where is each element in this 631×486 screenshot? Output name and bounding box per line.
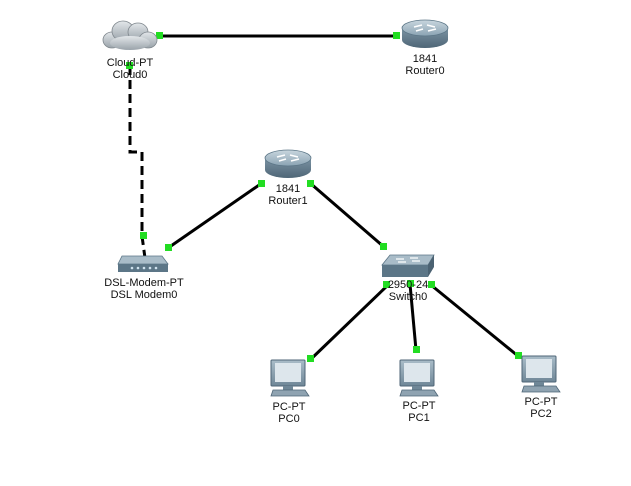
cloud-icon <box>102 20 158 50</box>
device-pc2[interactable] <box>521 355 561 393</box>
device-name: PC1 <box>408 412 430 424</box>
device-name: Switch0 <box>388 291 428 303</box>
label-router0: 1841 Router0 <box>355 53 495 77</box>
device-name: Router0 <box>405 65 445 77</box>
link-switch0-pc1[interactable] <box>408 283 418 351</box>
device-model: 1841 <box>412 53 438 65</box>
label-router1: 1841 Router1 <box>218 183 358 207</box>
device-name: Router1 <box>268 195 308 207</box>
link-switch0-pc2[interactable] <box>430 283 519 358</box>
device-model: PC-PT <box>272 401 306 413</box>
label-pc1: PC-PT PC1 <box>349 400 489 424</box>
device-router0[interactable] <box>401 19 449 48</box>
port-indicator <box>140 232 147 239</box>
device-pc0[interactable] <box>270 359 310 397</box>
port-indicator <box>307 180 314 187</box>
label-pc2: PC-PT PC2 <box>471 396 611 420</box>
link-cloud0-modem0[interactable] <box>128 66 147 259</box>
port-indicator <box>307 355 314 362</box>
port-indicator <box>165 244 172 251</box>
port-indicator <box>383 281 390 288</box>
port-indicator <box>413 346 420 353</box>
device-name: Cloud0 <box>112 69 148 81</box>
label-cloud0: Cloud-PT Cloud0 <box>60 57 200 81</box>
device-router1[interactable] <box>264 149 312 178</box>
switch-icon <box>381 254 435 277</box>
link-router1-switch0[interactable] <box>309 181 385 249</box>
ports-layer <box>126 32 522 362</box>
device-modem0[interactable] <box>117 255 169 272</box>
pc-icon <box>270 359 310 397</box>
device-pc1[interactable] <box>399 359 439 397</box>
device-model: DSL-Modem-PT <box>104 277 184 289</box>
pc-icon <box>399 359 439 397</box>
device-model: Cloud-PT <box>106 57 154 69</box>
device-cloud0[interactable] <box>102 20 158 50</box>
router-icon <box>264 149 312 178</box>
device-switch0[interactable] <box>381 254 435 277</box>
device-model: 1841 <box>275 183 301 195</box>
port-indicator <box>156 32 163 39</box>
pc-icon <box>521 355 561 393</box>
port-indicator <box>126 62 133 69</box>
device-name: PC2 <box>530 408 552 420</box>
label-pc0: PC-PT PC0 <box>219 401 359 425</box>
router-icon <box>401 19 449 48</box>
device-model: PC-PT <box>524 396 558 408</box>
label-switch0: 2950-24 Switch0 <box>338 279 478 303</box>
device-name: DSL Modem0 <box>110 289 178 301</box>
device-model: PC-PT <box>402 400 436 412</box>
port-indicator <box>258 180 265 187</box>
link-modem0-router1[interactable] <box>167 181 263 250</box>
links-layer <box>128 34 519 362</box>
port-indicator <box>380 243 387 250</box>
label-modem0: DSL-Modem-PT DSL Modem0 <box>74 277 214 301</box>
port-indicator <box>407 280 414 287</box>
device-name: PC0 <box>278 413 300 425</box>
device-model: 2950-24 <box>387 279 429 291</box>
port-indicator <box>428 281 435 288</box>
port-indicator <box>515 352 522 359</box>
port-indicator <box>393 32 400 39</box>
dsl-modem-icon <box>117 255 169 272</box>
link-switch0-pc0[interactable] <box>308 283 390 362</box>
